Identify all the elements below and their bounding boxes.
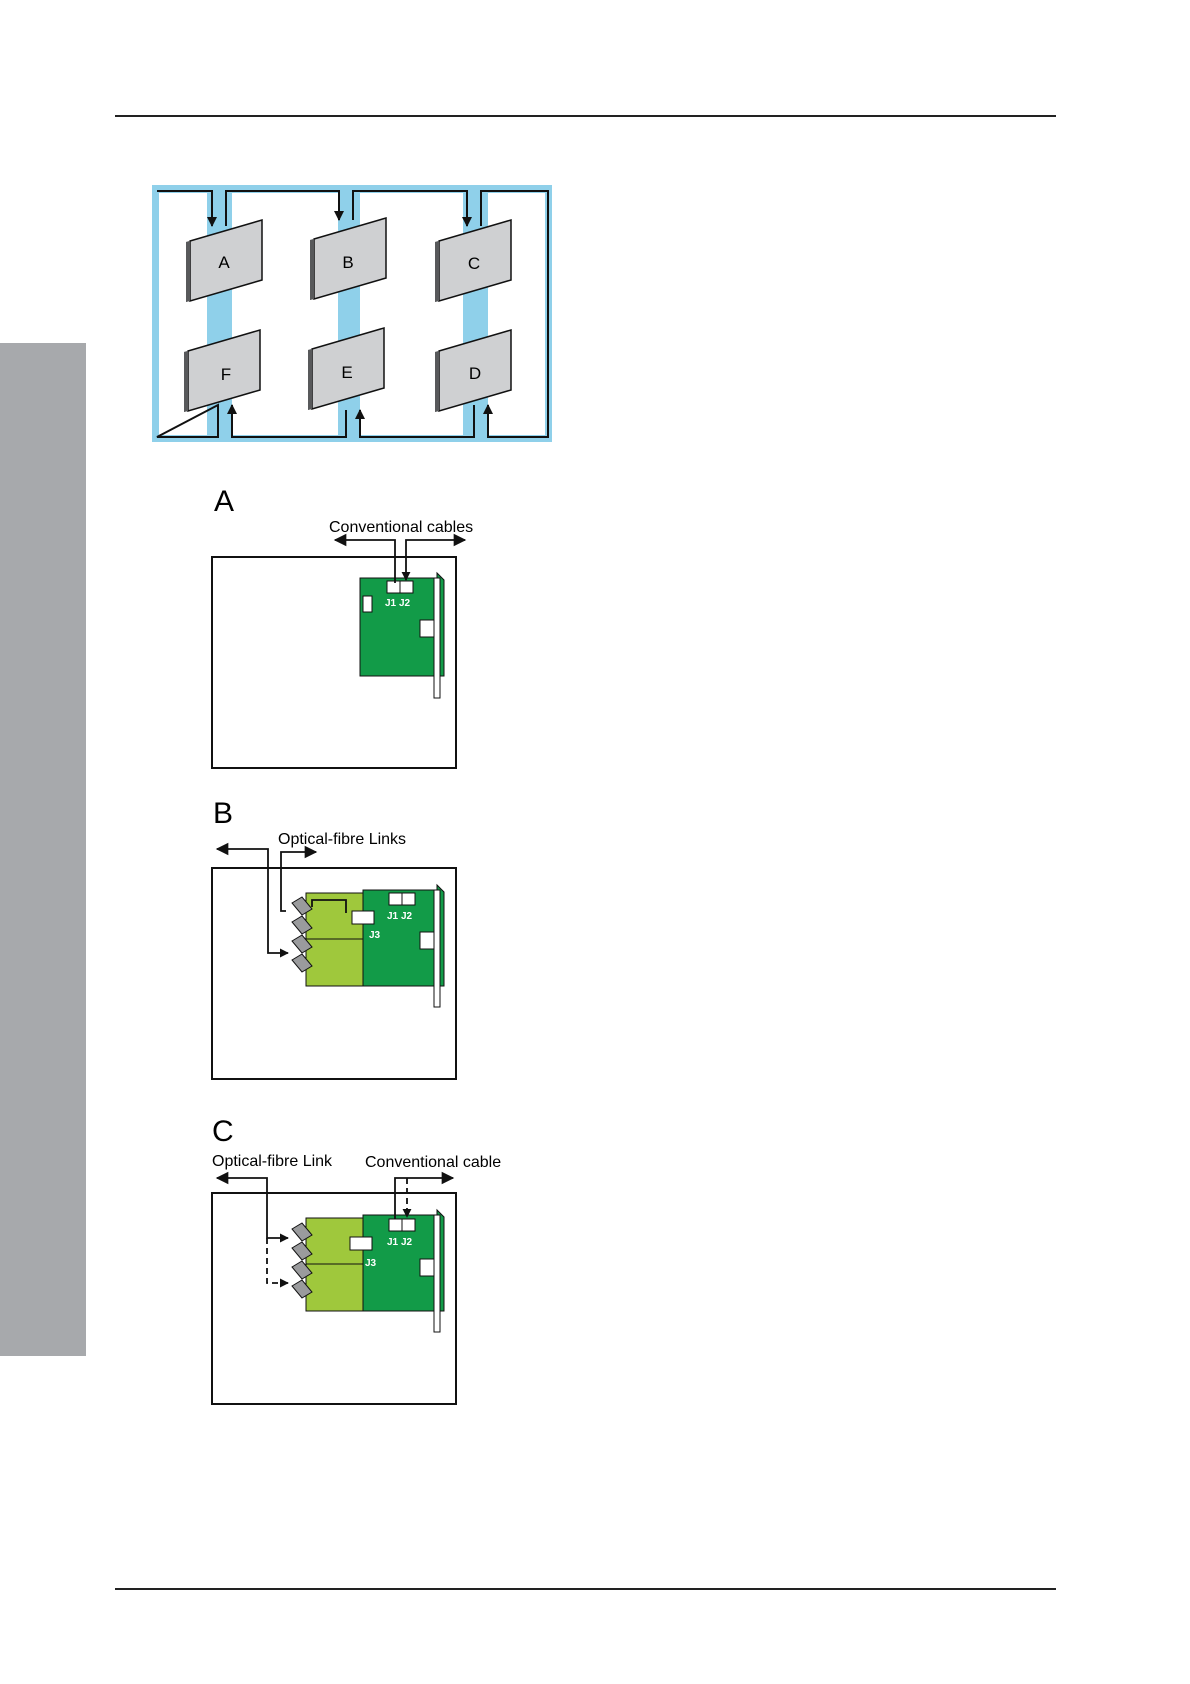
connector-j3-c: [350, 1237, 372, 1250]
component-a2: [420, 620, 434, 637]
component-a: [363, 596, 372, 612]
section-c-caption-left: Optical-fibre Link: [212, 1153, 333, 1170]
panel-label-d: D: [469, 364, 481, 383]
label-j2-c: J2: [401, 1237, 413, 1248]
section-a-caption: Conventional cables: [329, 519, 473, 536]
connector-j2-a: [400, 581, 413, 593]
connector-j1-b: [389, 893, 402, 905]
connector-j2-b: [402, 893, 415, 905]
section-c: C Optical-fibre Link Conventional cable …: [212, 1115, 501, 1404]
loop-overview: A B C F E D: [152, 185, 552, 442]
section-c-caption-right: Conventional cable: [365, 1154, 501, 1171]
section-b: B Optical-fibre Links J1 J2 J3: [212, 797, 456, 1079]
label-j1-b: J1: [387, 911, 399, 922]
section-b-caption: Optical-fibre Links: [278, 831, 406, 848]
panel-label-e: E: [341, 363, 352, 382]
section-a: A Conventional cables J1 J2: [212, 485, 473, 768]
section-b-letter: B: [213, 797, 233, 830]
connector-j1-a: [387, 581, 400, 593]
section-c-letter: C: [212, 1115, 234, 1148]
board-bracket-a: [434, 578, 440, 698]
panel-label-b: B: [342, 253, 353, 272]
panel-label-a: A: [218, 253, 230, 272]
board-bracket-b: [434, 890, 440, 1007]
label-j2-a: J2: [399, 598, 411, 609]
connector-j3-b: [352, 911, 374, 924]
label-j1-c: J1: [387, 1237, 399, 1248]
connector-j1-c: [389, 1219, 402, 1231]
label-j1-a: J1: [385, 598, 397, 609]
connector-j2-c: [402, 1219, 415, 1231]
board-bracket-c: [434, 1215, 440, 1332]
section-a-letter: A: [214, 485, 234, 518]
panel-label-c: C: [468, 254, 480, 273]
label-j2-b: J2: [401, 911, 413, 922]
label-j3-c: J3: [365, 1258, 377, 1269]
label-j3-b: J3: [369, 930, 381, 941]
panel-label-f: F: [221, 365, 231, 384]
